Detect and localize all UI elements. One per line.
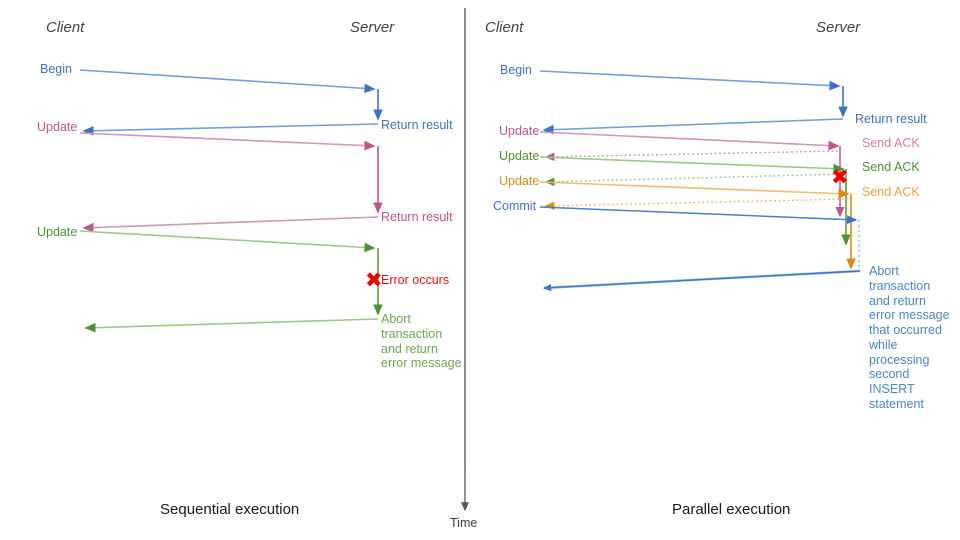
arrow-commit-parallel [539,206,858,225]
message-begin-parallel: Begin [500,63,532,77]
actor-client-sequential: Client [46,19,85,36]
arrow-return-result-2-sequential [82,216,379,233]
arrow-send-ack-3-parallel [544,198,849,211]
message-return-result-2-sequential: Return result [381,210,453,224]
actor-client-parallel: Client [485,19,524,36]
message-begin-sequential: Begin [40,62,72,76]
message-send-ack-1-parallel: Send ACK [862,136,920,150]
arrow-abort-parallel [542,269,861,292]
arrow-send-ack-1-parallel [544,150,839,162]
arrow-abort-sequential [84,318,379,333]
arrow-send-ack-2-parallel [544,173,844,186]
message-error-occurs-sequential: Error occurs [381,273,450,287]
message-update-1-sequential: Update [37,120,78,134]
arrow-return-result-parallel [542,118,844,135]
arrow-update-1-sequential [79,132,376,151]
error-x-icon-parallel: ✖ [831,166,849,189]
message-return-result-1-sequential: Return result [381,118,453,132]
error-x-icon-sequential: ✖ [365,269,383,292]
time-axis-label: Time [450,516,478,530]
message-update-3-parallel: Update [499,174,540,188]
message-update-1-parallel: Update [499,124,540,138]
message-abort-parallel: Abort transaction and return error messa… [869,264,950,411]
arrow-update-2-sequential [79,230,376,253]
message-send-ack-3-parallel: Send ACK [862,185,920,199]
caption-parallel-execution: Parallel execution [672,501,791,518]
arrow-return-result-1-sequential [82,123,379,136]
message-commit-parallel: Commit [493,199,537,213]
arrow-update-3-parallel [539,181,850,199]
arrow-begin-sequential [79,69,376,94]
message-update-2-parallel: Update [499,149,540,163]
actor-server-sequential: Server [350,19,395,36]
message-abort-sequential: Abort transaction and return error messa… [381,312,462,371]
actor-server-parallel: Server [816,19,861,36]
message-update-2-sequential: Update [37,225,78,239]
caption-sequential-execution: Sequential execution [160,501,300,518]
arrow-update-1-parallel [539,131,840,151]
arrow-update-2-parallel [539,156,845,174]
message-send-ack-2-parallel: Send ACK [862,160,920,174]
message-return-result-parallel: Return result [855,112,927,126]
arrow-begin-parallel [539,70,841,91]
